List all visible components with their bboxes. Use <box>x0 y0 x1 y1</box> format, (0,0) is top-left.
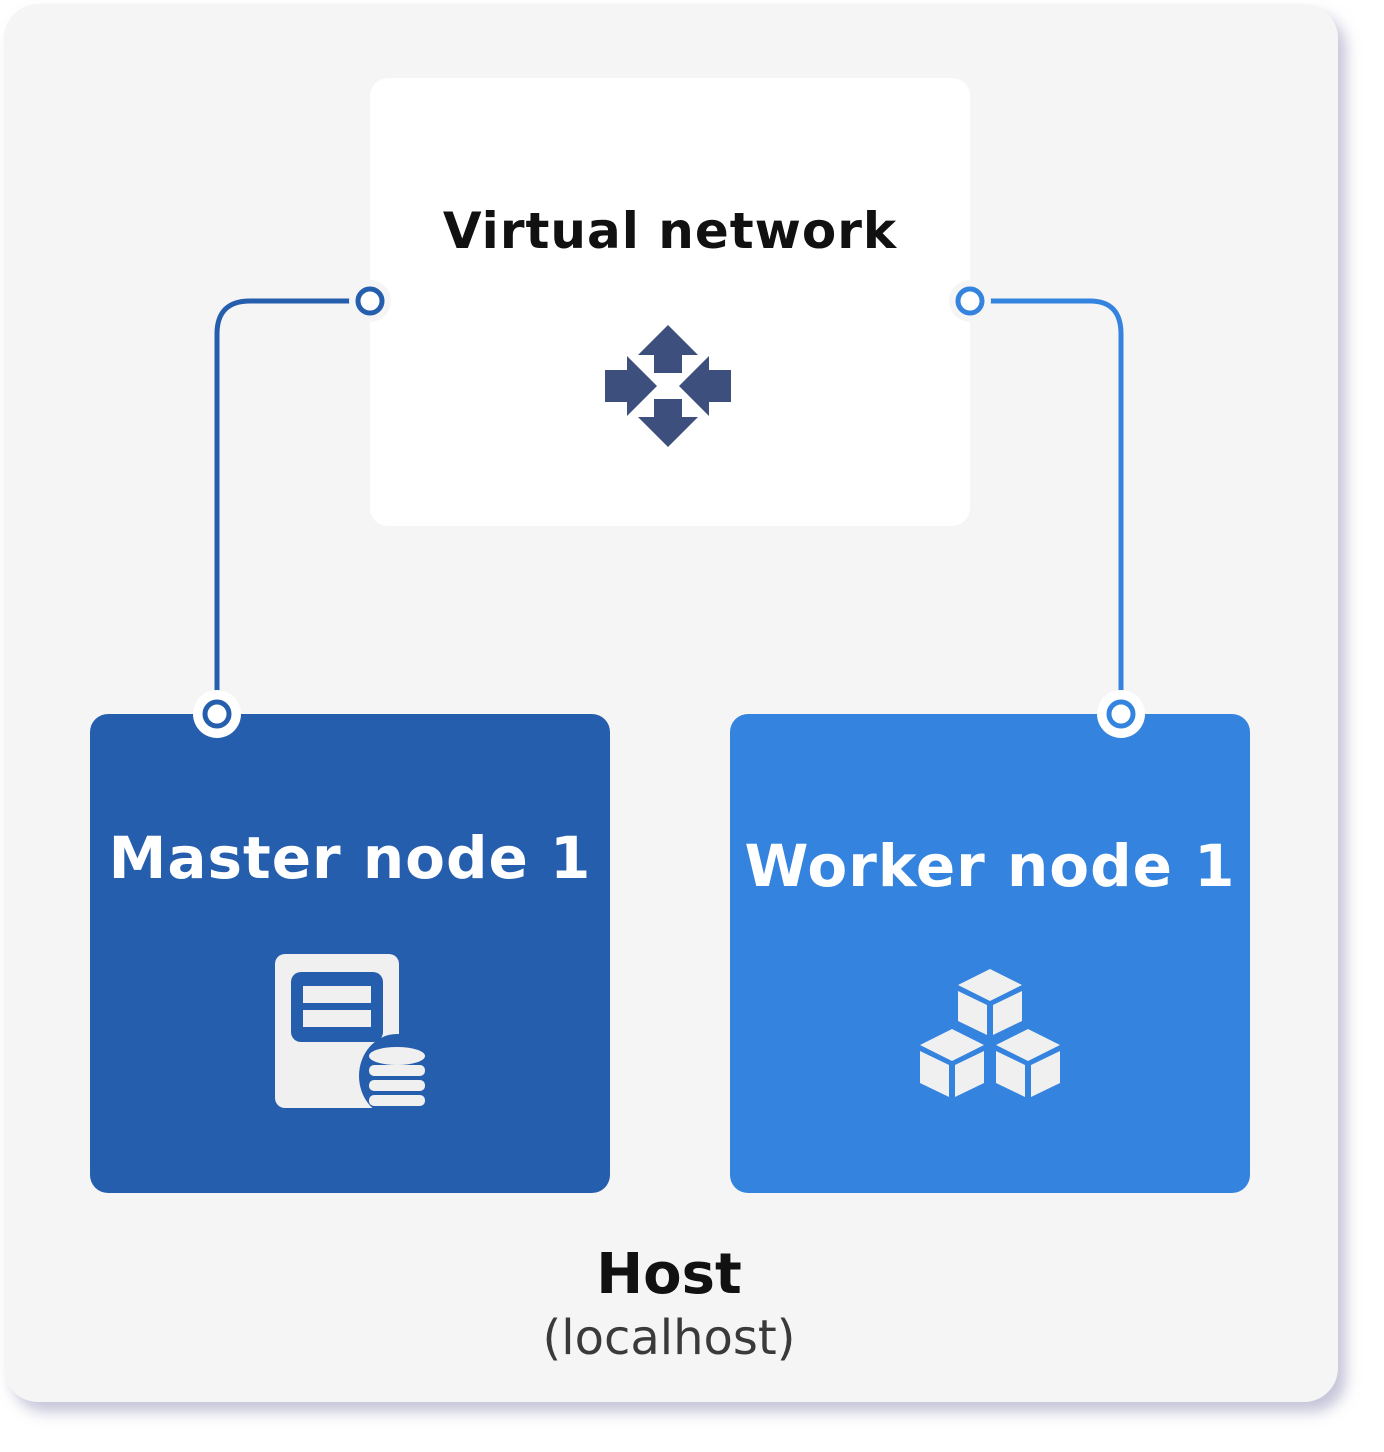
worker-node-box: Worker node 1 <box>730 714 1250 1193</box>
cubes-icon <box>920 969 1060 1097</box>
connector-worker <box>970 298 1124 714</box>
endpoint-vnet-left <box>349 280 391 322</box>
endpoint-master <box>193 690 241 738</box>
endpoint-worker <box>1097 690 1145 738</box>
router-arrows-icon <box>605 325 731 447</box>
server-database-icon <box>275 954 433 1118</box>
master-node-title: Master node 1 <box>108 824 592 892</box>
virtual-network-title: Virtual network <box>442 202 898 260</box>
connector-master <box>214 298 370 714</box>
worker-node-title: Worker node 1 <box>744 832 1236 900</box>
endpoint-vnet-right <box>949 280 991 322</box>
virtual-network-box: Virtual network <box>370 78 970 526</box>
host-subtitle: (localhost) <box>542 1310 796 1366</box>
host-title: Host <box>596 1242 742 1307</box>
master-node-box: Master node 1 <box>90 714 610 1193</box>
